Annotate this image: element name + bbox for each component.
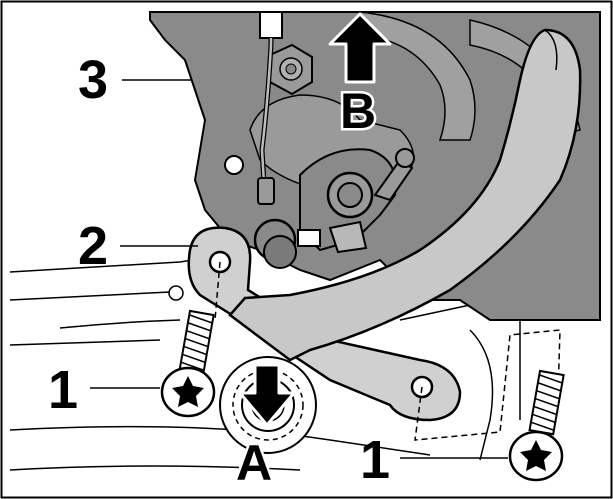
arrow-down-icon xyxy=(238,363,296,427)
alignment-lines xyxy=(214,261,561,441)
torx-star-icon xyxy=(520,440,552,471)
callout-part-1-left: 1 xyxy=(48,360,78,420)
bolt-right xyxy=(528,369,565,436)
bolt-right-head xyxy=(508,430,564,482)
callout-part-3: 3 xyxy=(78,50,108,110)
callout-direction-b: B xyxy=(340,83,376,139)
torx-star-icon xyxy=(172,376,204,407)
callout-part-2: 2 xyxy=(78,216,108,276)
linkage-mechanism xyxy=(253,148,415,269)
lever-arm xyxy=(228,28,582,362)
arrow-up-icon xyxy=(328,12,392,84)
callout-part-1-right: 1 xyxy=(360,430,390,490)
bolt-left-head xyxy=(160,366,216,418)
leader-lines xyxy=(90,79,508,459)
cable xyxy=(257,11,283,205)
callout-direction-a: A xyxy=(236,435,272,491)
